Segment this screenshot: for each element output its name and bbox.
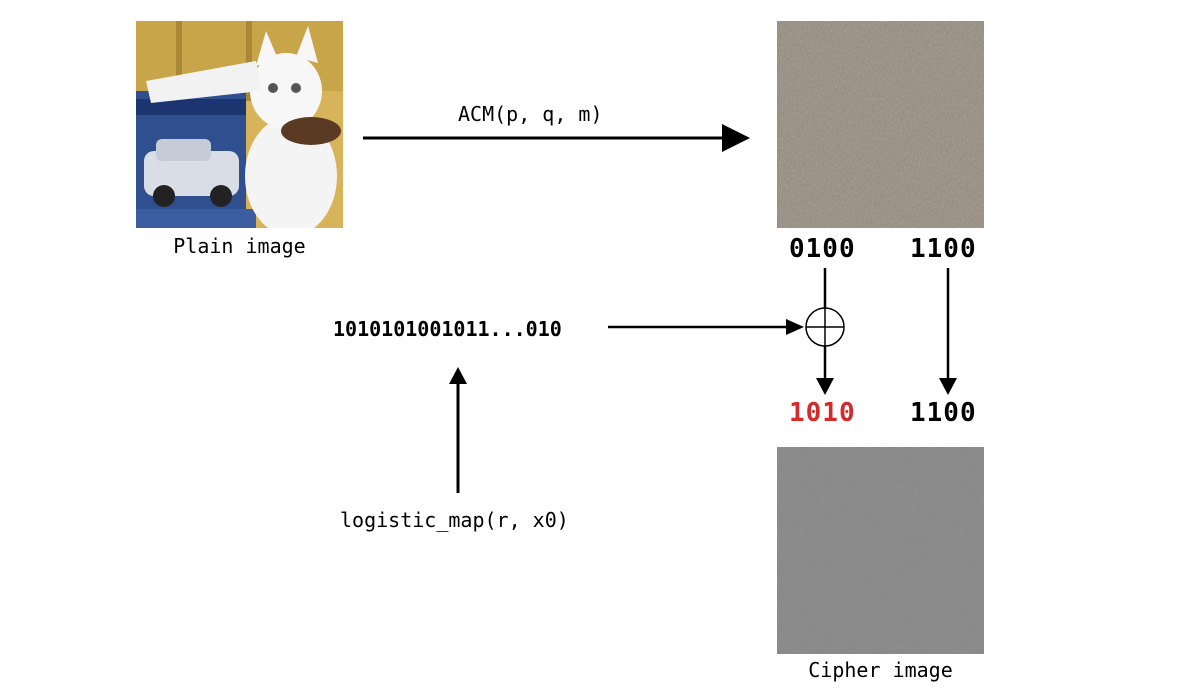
- logistic-map-label: logistic_map(r, x0): [340, 508, 569, 532]
- acm-label: ACM(p, q, m): [458, 102, 603, 126]
- scrambled-bits-b: 1100: [910, 234, 977, 264]
- scrambled-image: [777, 21, 984, 228]
- acm-arrow: [363, 124, 750, 152]
- logistic-arrow: [449, 367, 467, 493]
- xor-icon: [805, 307, 845, 347]
- cipher-bits-a: 1010: [789, 398, 856, 428]
- keystream-arrow: [608, 319, 804, 335]
- plain-image-caption: Plain image: [173, 234, 306, 258]
- plain-image: [136, 21, 343, 228]
- passthrough-arrow: [939, 268, 957, 395]
- cipher-image: [777, 447, 984, 654]
- cipher-image-caption: Cipher image: [808, 658, 953, 682]
- scrambled-bits-a: 0100: [789, 234, 856, 264]
- keystream-label: 1010101001011...010: [333, 317, 562, 341]
- cipher-bits-b: 1100: [910, 398, 977, 428]
